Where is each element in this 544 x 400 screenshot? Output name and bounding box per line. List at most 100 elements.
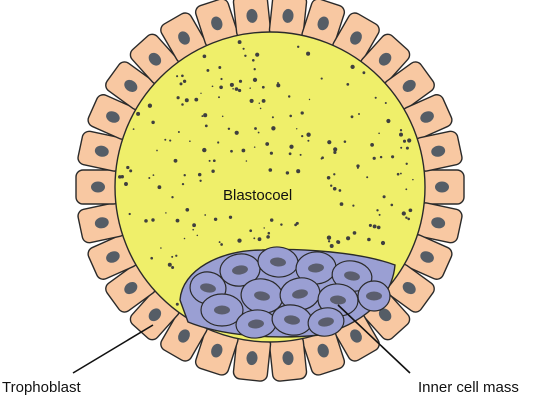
speckle — [405, 188, 408, 191]
icm-cell-nucleus — [366, 291, 382, 301]
speckle — [219, 85, 223, 90]
trophoblast-cell — [413, 130, 463, 172]
speckle — [253, 146, 256, 148]
speckle — [211, 169, 215, 173]
speckle — [201, 115, 204, 118]
speckle — [289, 114, 292, 118]
icm-cell — [307, 307, 345, 337]
speckle — [301, 134, 304, 138]
cell-nucleus — [178, 31, 190, 45]
icm-cell-nucleus — [284, 315, 300, 325]
cell-nucleus — [350, 329, 362, 343]
speckle — [289, 144, 294, 149]
speckle — [175, 302, 179, 306]
speckle — [285, 171, 290, 175]
speckle — [333, 147, 338, 152]
speckle — [151, 218, 155, 222]
trophoblast-cell — [194, 0, 239, 49]
speckle — [276, 83, 281, 88]
speckle — [249, 87, 251, 89]
icm-cell-nucleus — [344, 271, 360, 281]
speckle — [346, 83, 350, 86]
speckle — [358, 113, 360, 115]
speckle — [252, 77, 258, 83]
speckle — [336, 240, 340, 244]
speckle — [261, 85, 265, 89]
speckle — [181, 103, 184, 106]
speckle — [269, 151, 273, 155]
icm-cell-nucleus — [318, 317, 334, 327]
speckle — [280, 223, 283, 226]
speckle — [144, 219, 148, 223]
speckle — [265, 142, 270, 146]
cell-nucleus — [378, 52, 392, 66]
speckle — [167, 262, 172, 267]
speckle — [400, 146, 403, 149]
speckle — [384, 101, 387, 105]
speckle — [221, 115, 224, 118]
icm-cell-nucleus — [200, 283, 216, 293]
speckle — [132, 128, 135, 130]
speckle — [244, 54, 247, 58]
speckle — [378, 132, 380, 135]
speckle — [407, 217, 410, 221]
speckle — [192, 223, 196, 228]
speckle — [366, 176, 369, 179]
speckle — [295, 128, 298, 130]
speckle — [401, 211, 406, 216]
trophoblast-label: Trophoblast — [2, 379, 81, 396]
speckle — [259, 107, 262, 110]
speckle — [203, 113, 208, 118]
cell-nucleus — [106, 111, 120, 123]
speckle — [183, 174, 186, 177]
speckle — [124, 182, 128, 186]
speckle — [372, 224, 377, 229]
speckle — [177, 131, 180, 133]
speckle — [171, 196, 174, 199]
inner-cell-mass-label: Inner cell mass — [418, 379, 519, 396]
speckle — [343, 140, 347, 143]
speckle — [333, 173, 336, 176]
cell-nucleus — [420, 251, 434, 263]
speckle — [306, 51, 311, 56]
speckle — [129, 169, 133, 173]
speckle — [350, 64, 355, 70]
speckle — [194, 97, 199, 102]
speckle — [320, 157, 323, 160]
speckle — [249, 98, 254, 103]
speckle — [118, 175, 122, 179]
speckle — [213, 217, 218, 222]
trophoblast-cell — [401, 94, 453, 140]
blastocoel-label: Blastocoel — [223, 187, 293, 204]
speckle — [376, 225, 381, 230]
trophoblast-cell — [419, 169, 465, 205]
cell-nucleus — [246, 8, 258, 23]
speckle — [165, 212, 167, 214]
trophoblast-cell — [268, 334, 308, 382]
speckle — [338, 189, 342, 192]
speckle — [258, 102, 261, 105]
speckle — [376, 209, 379, 212]
speckle — [237, 40, 242, 45]
cell-nucleus — [91, 181, 105, 193]
speckle — [287, 95, 291, 98]
icm-cell-nucleus — [214, 305, 230, 315]
speckle — [255, 52, 260, 57]
speckle — [372, 156, 376, 160]
speckle — [333, 150, 337, 155]
speckle — [206, 68, 210, 72]
speckle — [202, 147, 207, 153]
speckle — [320, 77, 323, 80]
speckle — [300, 111, 304, 115]
cell-nucleus — [317, 16, 329, 31]
speckle — [234, 130, 239, 135]
speckle — [390, 203, 394, 207]
speckle — [232, 88, 234, 90]
speckle — [306, 132, 311, 137]
speckle — [402, 139, 407, 143]
speckle — [182, 79, 187, 83]
cell-nucleus — [402, 79, 416, 92]
inner-cell-mass — [179, 246, 396, 339]
speckle — [237, 238, 242, 243]
